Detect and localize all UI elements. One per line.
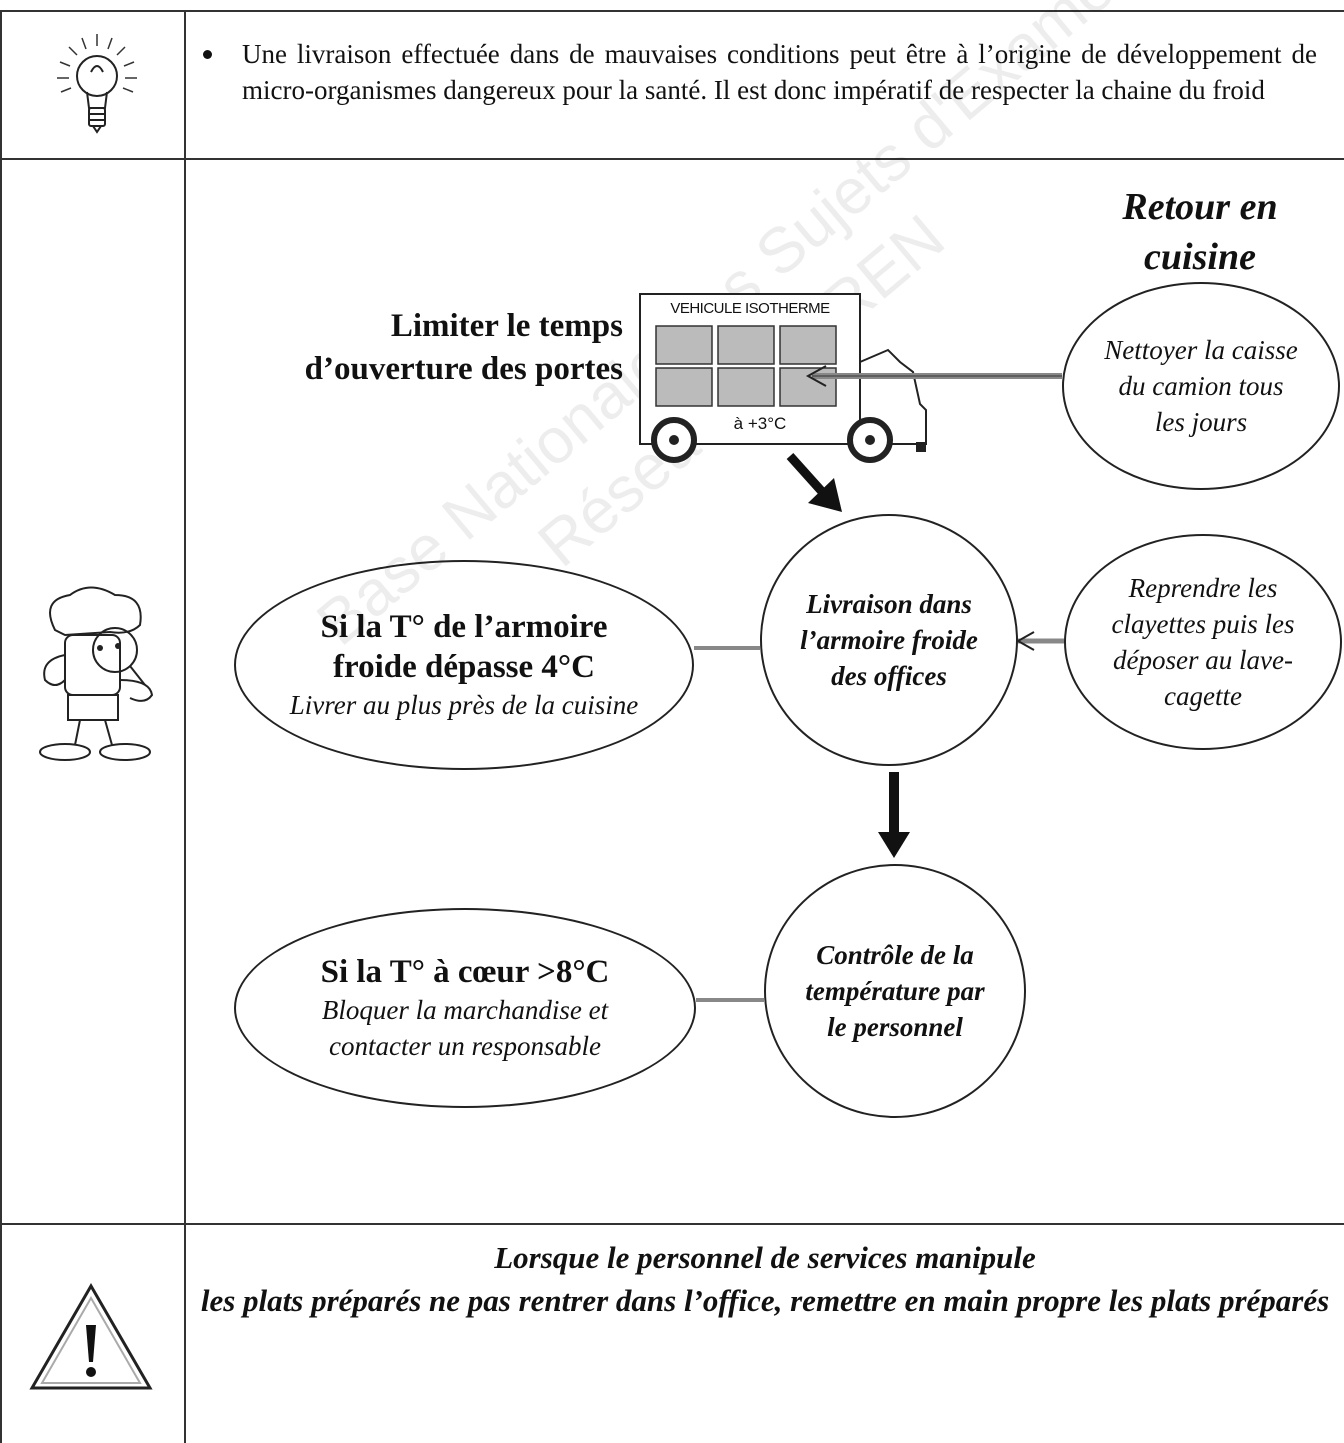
- armoire-ellipse: Si la T° de l’armoire froide dépasse 4°C…: [234, 560, 694, 770]
- table-row-divider-2: [0, 1223, 1344, 1225]
- livraison-text: Livraison dans l’armoire froide des offi…: [800, 589, 978, 691]
- reprendre-text: Reprendre les clayettes puis les déposer…: [1111, 573, 1295, 711]
- chef-magnifier-icon: [39, 586, 154, 761]
- table-row-divider-1: [0, 158, 1344, 160]
- nettoyer-ellipse: Nettoyer la caisse du camion tous les jo…: [1062, 282, 1340, 490]
- truck-label: VEHICULE ISOTHERME: [670, 300, 830, 317]
- bullet-point: [203, 50, 212, 59]
- reprendre-ellipse: Reprendre les clayettes puis les déposer…: [1064, 534, 1342, 750]
- warning-line-1: Lorsque le personnel de services manipul…: [494, 1240, 1036, 1275]
- controle-text: Contrôle de la température par le person…: [805, 940, 985, 1042]
- armoire-condition: Si la T° de l’armoire froide dépasse 4°C: [320, 609, 608, 685]
- arrow-reprendre-to-livraison: [1015, 631, 1064, 651]
- table-column-divider: [184, 10, 186, 1443]
- arrow-livraison-to-controle: [878, 772, 910, 858]
- nettoyer-text: Nettoyer la caisse du camion tous les jo…: [1104, 335, 1298, 437]
- livraison-ellipse: Livraison dans l’armoire froide des offi…: [760, 514, 1018, 766]
- arrow-truck-to-livraison: [786, 452, 842, 512]
- table-top-border: [0, 10, 1344, 12]
- truck-temperature: à +3°C: [733, 414, 787, 433]
- table-left-border: [0, 10, 2, 1443]
- lightbulb-icon: [57, 34, 137, 134]
- retour-en-cuisine-title: Retour en cuisine: [1122, 186, 1278, 278]
- controle-ellipse: Contrôle de la température par le person…: [764, 864, 1026, 1118]
- warning-text: Lorsque le personnel de services manipul…: [186, 1236, 1344, 1322]
- armoire-action: Livrer au plus près de la cuisine: [289, 690, 639, 720]
- warning-line-2: les plats préparés ne pas rentrer dans l…: [200, 1283, 1330, 1318]
- warning-icon: [29, 1283, 153, 1390]
- coeur-condition: Si la T° à cœur >8°C: [320, 954, 610, 990]
- coeur-ellipse: Si la T° à cœur >8°C Bloquer la marchand…: [234, 908, 696, 1108]
- coeur-action: Bloquer la marchandise et contacter un r…: [321, 995, 609, 1061]
- truck-icon: [639, 293, 927, 463]
- tip-text: Une livraison effectuée dans de mauvaise…: [242, 39, 1317, 105]
- arrow-nettoyer-to-truck: [805, 365, 1062, 387]
- limiter-text: Limiter le temps d’ouverture des portes: [304, 308, 623, 387]
